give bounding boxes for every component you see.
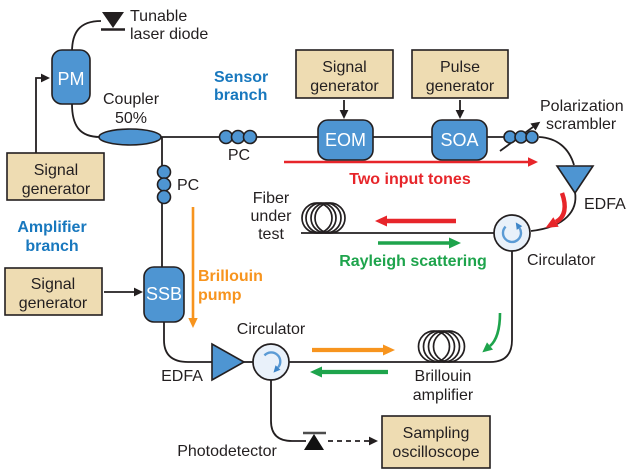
brillouin-amplifier-label: Brillouin	[415, 368, 472, 385]
amplifier-branch-label: branch	[25, 238, 78, 255]
signal-generator-left-label: generator	[22, 181, 91, 198]
tunable-laser-diode-label: laser diode	[130, 26, 208, 43]
brillouin-amplifier-coil	[417, 330, 466, 363]
eom-box	[317, 119, 374, 161]
circulator-bottom-label: Circulator	[237, 321, 306, 338]
sampling-oscilloscope-label: oscilloscope	[392, 444, 479, 461]
pc-top-bead	[230, 129, 246, 145]
pulse-generator-label: generator	[426, 78, 495, 95]
tunable-laser-diode-label: Tunable	[130, 8, 187, 25]
fiber-under-test-label: test	[258, 226, 284, 243]
sampling-oscilloscope-box	[381, 415, 491, 469]
wire-edfa-to-circulator	[530, 191, 577, 232]
pc-left-icon	[156, 164, 172, 205]
pc-left-bead	[156, 177, 172, 192]
pc-top-label: PC	[228, 147, 250, 164]
circulator-right-icon	[493, 214, 531, 252]
signal-generator-top-label: Signal	[322, 59, 366, 76]
sampling-oscilloscope-label: Sampling	[403, 425, 470, 442]
pc-top-bead	[218, 129, 234, 145]
brillouin-amplifier-label: amplifier	[413, 387, 474, 404]
circulator-right-label: Circulator	[527, 252, 596, 269]
fiber-under-test-label: under	[251, 208, 293, 225]
fiber-under-test-label: Fiber	[253, 190, 290, 207]
pm-label: PM	[58, 69, 85, 89]
brillouin-pump-label: Brillouin	[198, 268, 263, 285]
pc-top-bead	[242, 129, 258, 145]
pm-modulator-box	[51, 49, 91, 105]
soa-box	[431, 119, 488, 161]
wire-pm-to-coupler	[71, 103, 101, 138]
brillouin-pump-label: pump	[198, 287, 242, 304]
green-curved-arrow	[482, 312, 502, 353]
wire-circulator-to-photodetector	[270, 380, 306, 442]
sensor-branch-label: branch	[214, 87, 267, 104]
ssb-label: SSB	[146, 284, 182, 304]
two-input-tones-label: Two input tones	[349, 171, 471, 188]
pc-left-label: PC	[177, 177, 199, 194]
coupler-label: Coupler	[103, 91, 160, 108]
wire-circulator-to-brillouin	[289, 251, 513, 363]
coil-loop	[314, 202, 346, 234]
signal-generator-left-label: Signal	[34, 162, 78, 179]
pc-left-bead	[156, 164, 172, 180]
edfa-right-triangle	[555, 165, 595, 195]
ssb-box	[143, 266, 185, 323]
signal-generator-top-box	[295, 49, 394, 99]
signal-generator-top-label: generator	[310, 78, 379, 95]
wire-scrambler-to-edfa	[538, 136, 575, 166]
pc-left-bead	[156, 189, 172, 205]
coupler-ellipse	[98, 128, 162, 146]
eom-label: EOM	[325, 130, 366, 150]
signal-generator-bottom-box	[4, 267, 103, 316]
rayleigh-scattering-label: Rayleigh scattering	[339, 253, 487, 270]
coil-loop	[432, 330, 466, 363]
pulse-generator-label: Pulse	[440, 59, 480, 76]
circulator-right-rotation-arrow	[501, 222, 523, 244]
edfa-right-label: EDFA	[584, 196, 626, 213]
signal-generator-bottom-label: generator	[19, 295, 88, 312]
circulator-bottom-rotation-arrow	[263, 351, 282, 373]
laser-diode-icon	[101, 12, 125, 31]
amplifier-branch-label: Amplifier	[17, 219, 86, 236]
circulator-bottom-icon	[252, 343, 290, 381]
polarization-scrambler-label: Polarization	[540, 98, 624, 115]
edfa-bottom-triangle	[211, 342, 246, 382]
photodetector-triangle	[304, 434, 324, 450]
circulator-bottom-body	[252, 343, 290, 381]
wire-ssb-to-edfa-bottom	[163, 322, 214, 363]
fiber-under-test-coil	[301, 202, 346, 234]
red-curved-arrow-edfa	[545, 192, 567, 228]
signal-generator-left-box	[6, 152, 105, 201]
coupler-label: 50%	[115, 110, 147, 127]
signal-generator-bottom-label: Signal	[31, 276, 75, 293]
laser-diode-triangle	[102, 12, 124, 28]
soa-label: SOA	[440, 130, 478, 150]
wire-pm-to-laser	[71, 20, 102, 53]
pc-top-icon	[218, 129, 258, 145]
blue-components	[51, 49, 595, 382]
photodetector-label: Photodetector	[177, 443, 277, 460]
polarization-scrambler-icon	[503, 130, 539, 144]
edfa-bottom-label: EDFA	[161, 368, 203, 385]
pulse-generator-box	[411, 49, 509, 99]
arrow-siggen-to-pm	[35, 73, 50, 153]
circulator-right-body	[493, 214, 531, 252]
polarization-scrambler-label: scrambler	[546, 116, 617, 133]
scrambler-bead	[525, 130, 539, 144]
electrical-arrows	[35, 73, 541, 446]
sensor-branch-label: Sensor	[214, 69, 268, 86]
photodetector-icon	[303, 431, 326, 450]
instrument-boxes	[4, 49, 509, 469]
flow-arrows	[188, 157, 567, 378]
